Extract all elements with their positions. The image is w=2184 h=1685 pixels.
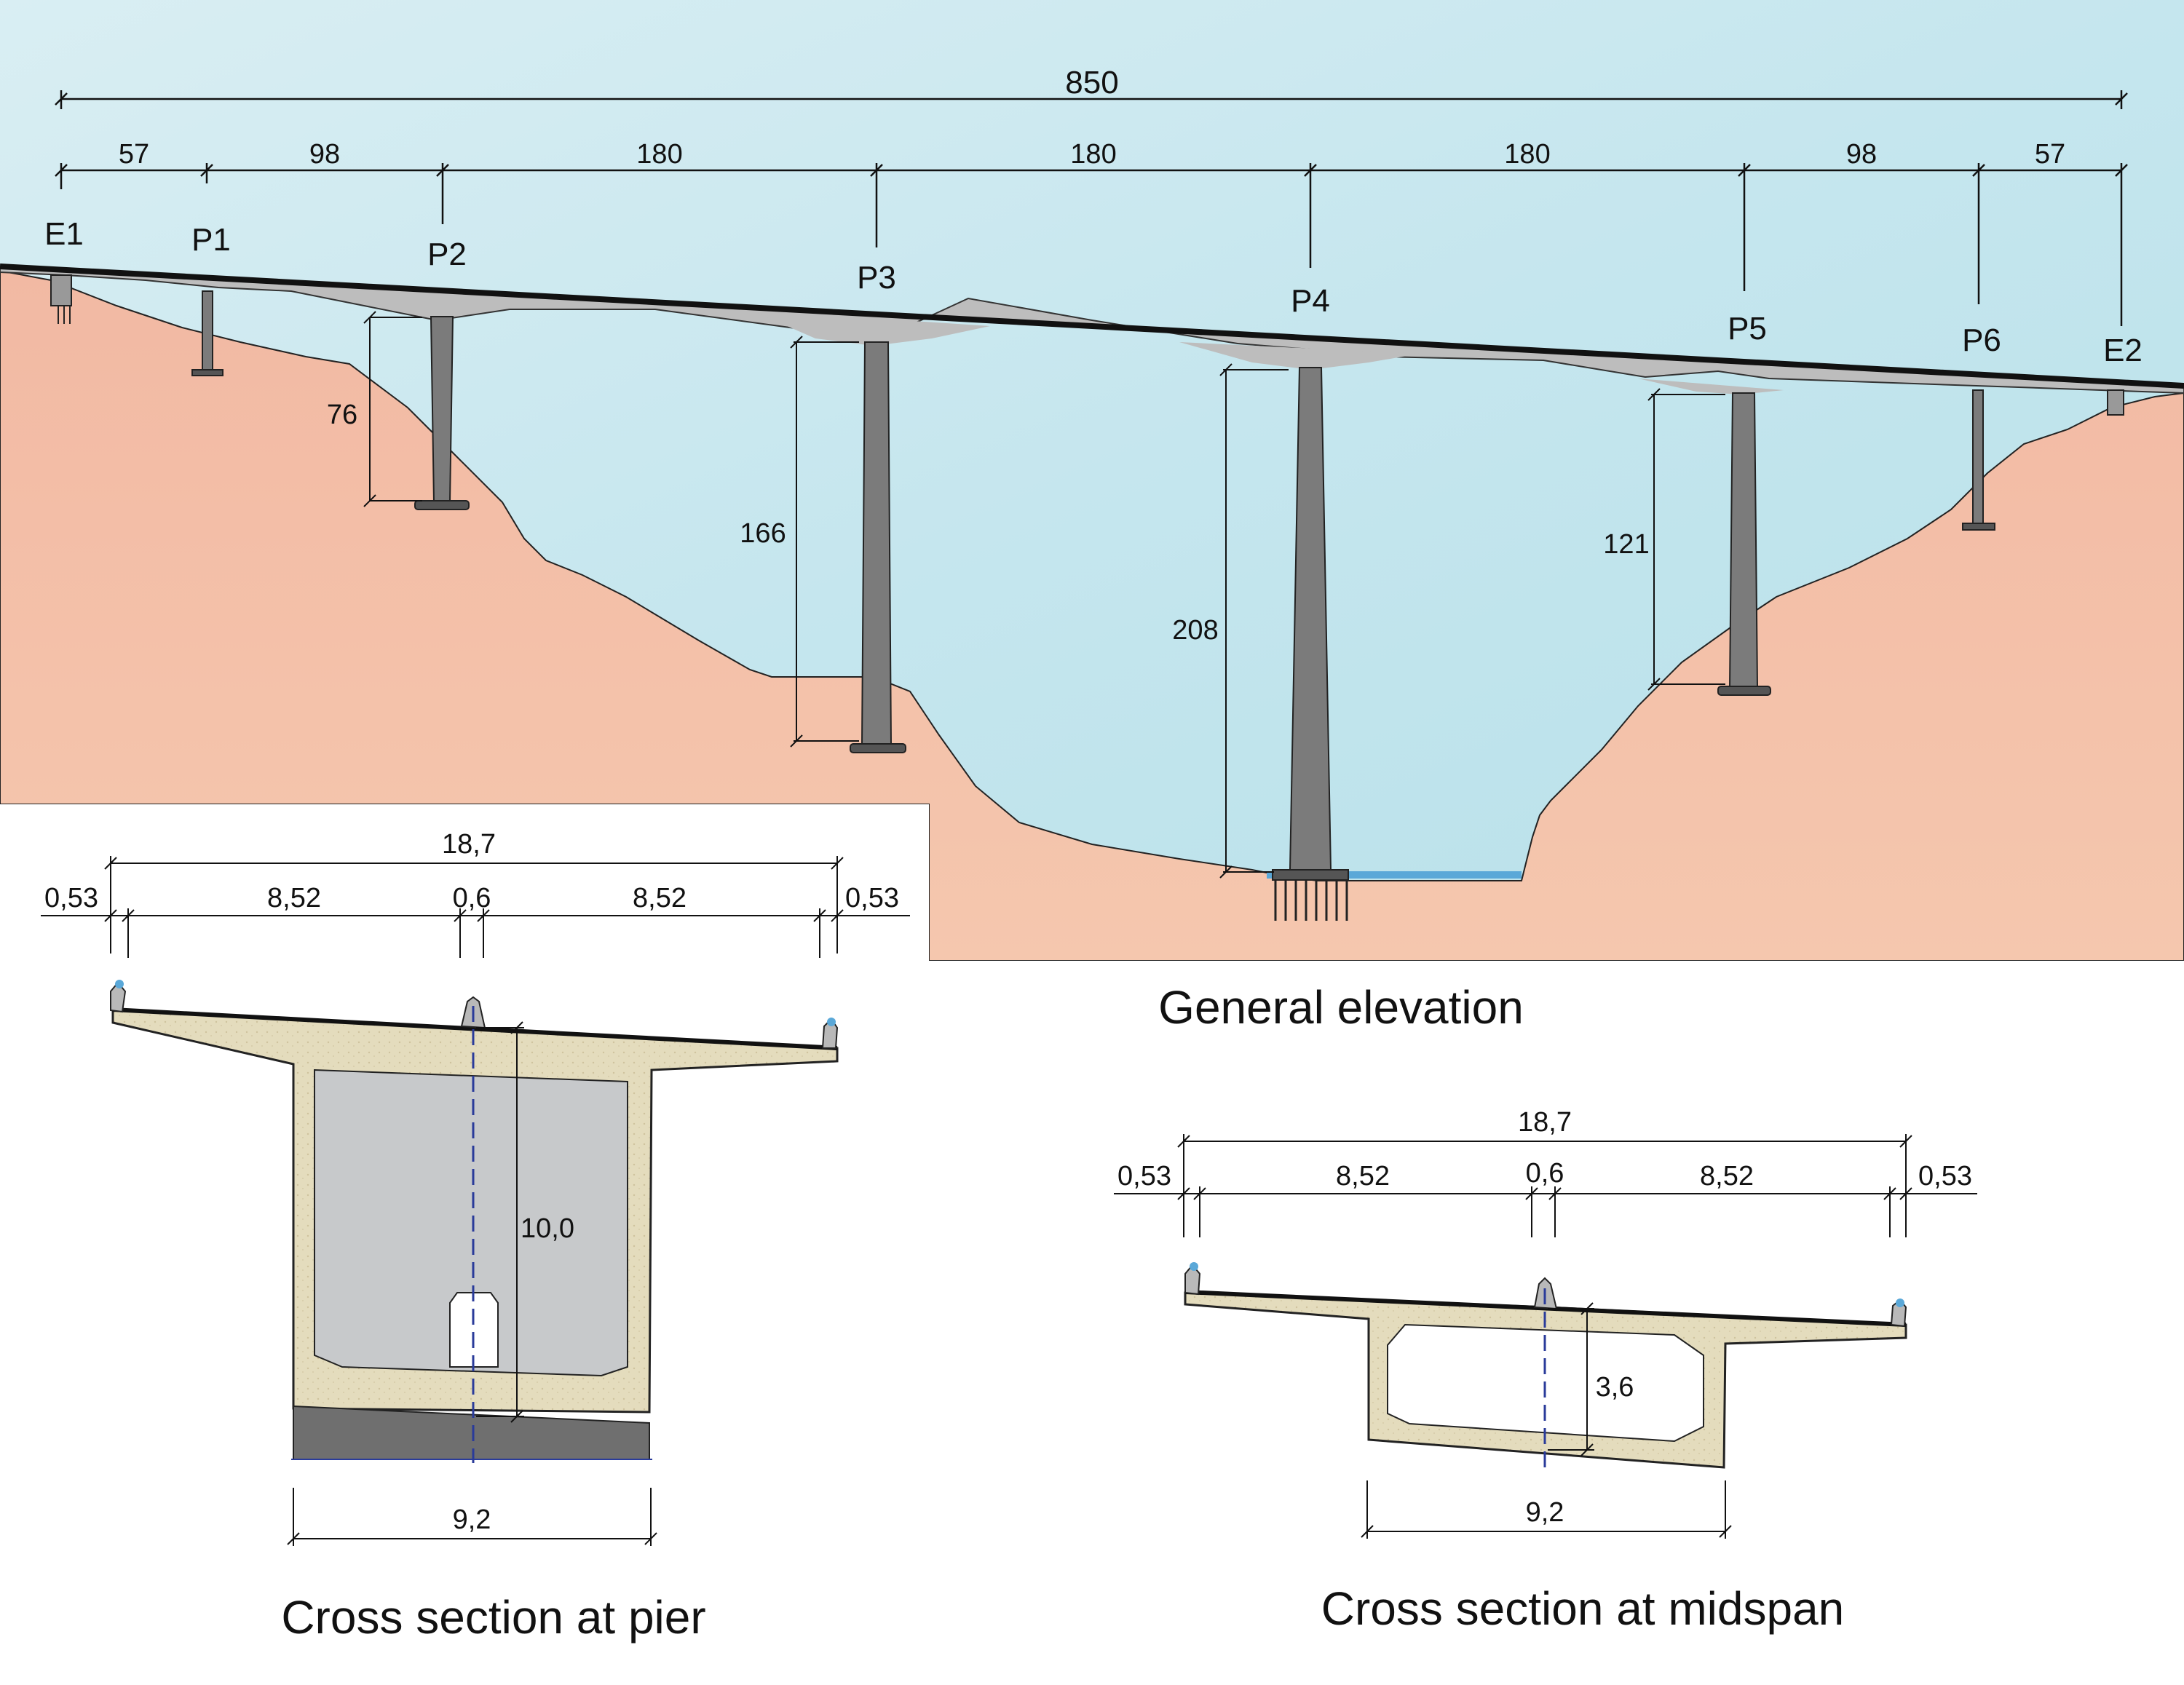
deck-road-surface <box>0 263 2184 389</box>
midspan-section-caption: Cross section at midspan <box>1321 1582 1845 1635</box>
deck-haunch-p3 <box>757 313 990 346</box>
support-label-p3: P3 <box>857 260 896 296</box>
barrier-rail-right-midspan <box>1896 1299 1904 1307</box>
support-label-p4: P4 <box>1291 283 1330 319</box>
pier-p4 <box>1272 367 1349 921</box>
pier-section-void <box>314 1069 628 1377</box>
support-label-e1: E1 <box>44 216 84 252</box>
pier-height-dim-p2 <box>363 311 422 507</box>
midspan-section-depth-label: 3,6 <box>1596 1372 1634 1403</box>
deck-surface-pier <box>112 1007 838 1050</box>
span-label-3: 180 <box>636 139 682 170</box>
midspan-section-edge-right: 0,53 <box>1918 1161 1972 1192</box>
midspan-section-bottom-dim <box>1361 1480 1732 1539</box>
cross-section-midspan: 18,7 0,53 8,52 0,6 8,52 0,53 3,6 9 <box>1114 1107 1977 1635</box>
support-label-e2: E2 <box>2103 333 2143 368</box>
pier-section-access-opening <box>449 1292 499 1368</box>
pier-section-median: 0,6 <box>453 883 491 913</box>
cross-section-pier: 18,7 0,53 8,52 0,6 8,52 0,53 10,0 <box>41 829 910 1644</box>
midspan-section-lane-left: 8,52 <box>1336 1161 1390 1192</box>
midspan-section-median: 0,6 <box>1526 1158 1564 1189</box>
deck-haunch-p5 <box>1638 378 1784 395</box>
span-label-6: 98 <box>1846 139 1877 170</box>
barrier-rail-right-pier <box>827 1018 836 1026</box>
pier-height-dim-p4 <box>1219 363 1289 879</box>
pier-section-edge-left: 0,53 <box>44 883 98 913</box>
pier-section-bottom-width: 9,2 <box>453 1504 491 1535</box>
pier-section-edge-right: 0,53 <box>845 883 899 913</box>
span-dimension-line <box>55 163 2128 326</box>
barrier-rail-left-pier <box>115 980 124 988</box>
barrier-rail-left-midspan <box>1190 1262 1198 1271</box>
pier-p1 <box>191 290 223 376</box>
total-length-label: 850 <box>1065 65 1118 100</box>
pier-section-depth-dim <box>476 1021 524 1423</box>
pier-section-lane-left: 8,52 <box>267 883 321 913</box>
pier-height-dim-p3 <box>790 336 859 748</box>
support-label-p2: P2 <box>427 237 467 272</box>
span-label-5: 180 <box>1504 139 1550 170</box>
midspan-section-edge-left: 0,53 <box>1117 1161 1171 1192</box>
pier-section-caption: Cross section at pier <box>281 1591 705 1644</box>
pier-p3 <box>850 341 906 753</box>
support-label-p6: P6 <box>1962 322 2001 358</box>
abutment-e1 <box>50 274 72 324</box>
pier-height-dim-p5 <box>1647 388 1725 691</box>
pier-p5 <box>1717 392 1771 696</box>
elevation-caption: General elevation <box>1158 981 1524 1034</box>
midspan-section-depth-dim <box>1548 1302 1594 1456</box>
support-label-p1: P1 <box>191 222 231 258</box>
pier-section-lane-right: 8,52 <box>633 883 687 913</box>
river-water <box>1267 871 1522 879</box>
pier-height-label-p2: 76 <box>327 400 357 430</box>
span-label-2: 98 <box>309 139 340 170</box>
general-elevation: 850 57 98 180 180 180 98 57 <box>0 0 2184 962</box>
pier-section-total-width: 18,7 <box>442 829 496 860</box>
midspan-section-total-width: 18,7 <box>1518 1107 1572 1138</box>
pier-section-bottom-dim <box>287 1488 657 1546</box>
total-length-dimension <box>55 90 2128 109</box>
pier-section-depth-label: 10,0 <box>521 1213 574 1244</box>
midspan-section-bottom-width: 9,2 <box>1526 1497 1564 1528</box>
pier-p6 <box>1962 389 1995 531</box>
pier-height-label-p3: 166 <box>740 518 786 549</box>
abutment-e2 <box>2107 389 2124 416</box>
span-label-7: 57 <box>2035 139 2065 170</box>
span-label-4: 180 <box>1070 139 1116 170</box>
pier-height-label-p5: 121 <box>1603 529 1649 560</box>
pier-p2 <box>414 316 470 510</box>
support-label-p5: P5 <box>1728 311 1767 346</box>
deck-haunch-p4 <box>1179 342 1420 370</box>
pier-height-label-p4: 208 <box>1172 615 1218 646</box>
span-label-1: 57 <box>119 139 149 170</box>
midspan-section-lane-right: 8,52 <box>1700 1161 1754 1192</box>
